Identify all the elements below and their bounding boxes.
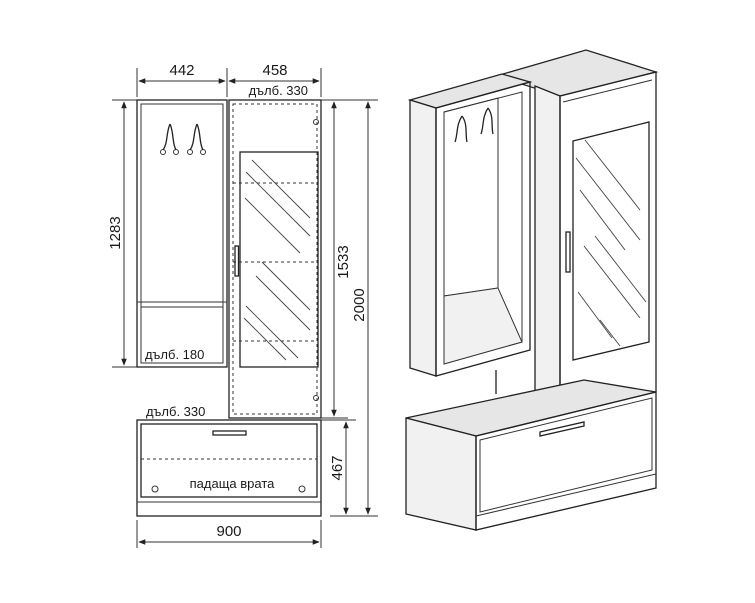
glass-reflection xyxy=(575,139,647,347)
dimension-height-right: 1533 xyxy=(321,99,352,419)
depth-left-label: дълб. 180 xyxy=(145,347,204,362)
left-hanger-panel: дълб. 180 xyxy=(136,99,228,368)
width-right-label: 458 xyxy=(262,62,287,79)
front-view: 442 458 дълб. 330 дълб. 180 xyxy=(107,62,378,548)
width-left-label: 442 xyxy=(169,62,194,79)
iso-bottom-drawer xyxy=(405,379,657,531)
drawer-handle xyxy=(212,430,247,436)
depth-top-label: дълб. 330 xyxy=(249,83,308,98)
iso-hanger-panel xyxy=(407,73,533,377)
door-handle xyxy=(565,231,571,273)
height-bottom-label: 467 xyxy=(329,455,346,480)
width-total-label: 900 xyxy=(216,523,241,540)
glass-reflection xyxy=(243,159,311,361)
drawer-handle xyxy=(539,421,585,437)
dimension-top-widths: 442 458 дълб. 330 xyxy=(136,62,322,98)
glass-cabinet xyxy=(228,99,322,419)
isometric-view xyxy=(405,49,659,531)
coat-hook-icon xyxy=(480,107,494,135)
door-handle xyxy=(234,245,240,277)
height-left-label: 1283 xyxy=(107,216,124,249)
depth-bottom-label: дълб. 330 xyxy=(146,404,205,419)
bottom-drawer-unit: дълб. 330 падаща врата xyxy=(136,404,322,517)
dimension-height-left: 1283 xyxy=(107,99,137,368)
dimension-height-total: 2000 xyxy=(330,99,378,517)
dimension-width-total: 900 xyxy=(136,520,322,548)
coat-hook-icon xyxy=(160,123,179,155)
dimension-height-bottom: 467 xyxy=(321,419,356,515)
height-right-label: 1533 xyxy=(335,245,352,278)
iso-tall-cabinet xyxy=(493,49,659,411)
coat-hook-icon xyxy=(454,115,468,143)
height-total-label: 2000 xyxy=(351,288,368,321)
coat-hook-icon xyxy=(187,123,206,155)
fold-door-label: падаща врата xyxy=(190,476,276,491)
